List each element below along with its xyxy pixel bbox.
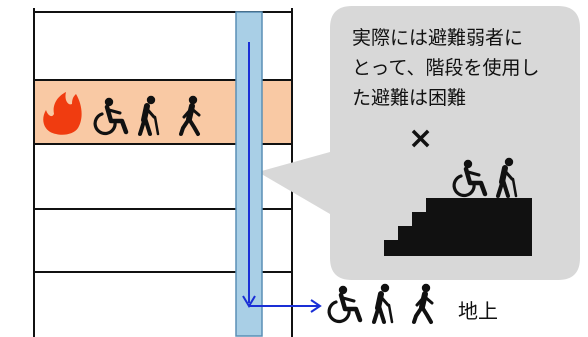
ground-people: 地上 <box>329 284 498 323</box>
callout-line-3: た避難は困難 <box>352 87 466 109</box>
exit-arrow-head <box>310 299 322 313</box>
callout-line-2: とって、階段を使用し <box>352 57 540 79</box>
fire-icon <box>43 92 82 135</box>
callout-line-1: 実際には避難弱者に <box>352 27 523 49</box>
ground-label: 地上 <box>458 299 498 323</box>
cross-mark: × <box>408 121 433 156</box>
callout-bubble: 実際には避難弱者に とって、階段を使用し た避難は困難 × <box>258 6 580 280</box>
fire-floor-people <box>43 92 199 135</box>
staircase-icon <box>384 198 532 256</box>
stair-shaft <box>235 11 322 337</box>
